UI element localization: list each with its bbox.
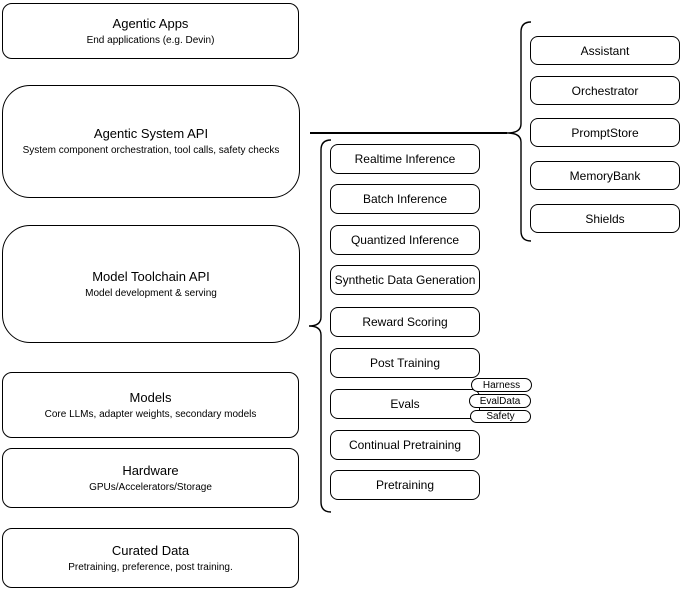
node-label: PromptStore [571,125,639,140]
node-pretraining: Pretraining [330,470,480,500]
node-title: Agentic Apps [112,15,189,31]
node-post-training: Post Training [330,348,480,378]
node-subtitle: Model development & serving [85,287,217,299]
node-curated-data: Curated Data Pretraining, preference, po… [2,528,299,588]
node-model-toolchain-api: Model Toolchain API Model development & … [2,225,300,343]
node-quantized-inference: Quantized Inference [330,225,480,255]
node-title: Model Toolchain API [92,268,210,284]
node-subtitle: GPUs/Accelerators/Storage [89,481,212,493]
node-title: Models [129,389,172,405]
node-label: Batch Inference [362,192,448,206]
node-label: Shields [585,211,625,226]
node-label: Post Training [369,356,441,370]
node-assistant: Assistant [530,36,680,65]
node-label: Evals [390,397,420,411]
node-label: MemoryBank [569,168,641,183]
node-evals: Evals [330,389,480,419]
node-label: Continual Pretraining [348,438,462,452]
node-continual-pretraining: Continual Pretraining [330,430,480,460]
node-label: Reward Scoring [362,315,448,329]
node-shields: Shields [530,204,680,233]
node-orchestrator: Orchestrator [530,76,680,105]
node-subtitle: End applications (e.g. Devin) [86,34,215,46]
node-realtime-inference: Realtime Inference [330,144,480,174]
node-label: Orchestrator [571,83,639,98]
node-title: Curated Data [111,542,190,558]
node-memorybank: MemoryBank [530,161,680,190]
node-models: Models Core LLMs, adapter weights, secon… [2,372,299,438]
node-synthetic-data-generation: Synthetic Data Generation [330,265,480,295]
badge-label: Harness [482,379,521,391]
node-label: Realtime Inference [354,152,456,166]
node-agentic-apps: Agentic Apps End applications (e.g. Devi… [2,3,299,59]
node-title: Hardware [122,462,179,478]
node-label: Pretraining [375,478,435,492]
node-subtitle: Pretraining, preference, post training. [68,561,233,573]
node-agentic-system-api: Agentic System API System component orch… [2,85,300,198]
node-batch-inference: Batch Inference [330,184,480,214]
evals-badge-harness: Harness [471,378,532,392]
evals-badge-safety: Safety [470,410,531,423]
badge-label: Safety [486,411,515,422]
node-subtitle: Core LLMs, adapter weights, secondary mo… [44,408,257,420]
bracket-toolchain-group [308,139,332,513]
node-label: Quantized Inference [350,233,460,247]
node-label: Assistant [580,43,630,58]
badge-label: EvalData [479,395,521,407]
bracket-system-components-group [506,21,532,242]
node-title: Agentic System API [93,126,209,141]
node-promptstore: PromptStore [530,118,680,147]
node-label: Synthetic Data Generation [334,273,476,287]
evals-badge-evaldata: EvalData [469,394,531,408]
node-hardware: Hardware GPUs/Accelerators/Storage [2,448,299,508]
node-reward-scoring: Reward Scoring [330,307,480,337]
node-subtitle: System component orchestration, tool cal… [22,145,280,156]
